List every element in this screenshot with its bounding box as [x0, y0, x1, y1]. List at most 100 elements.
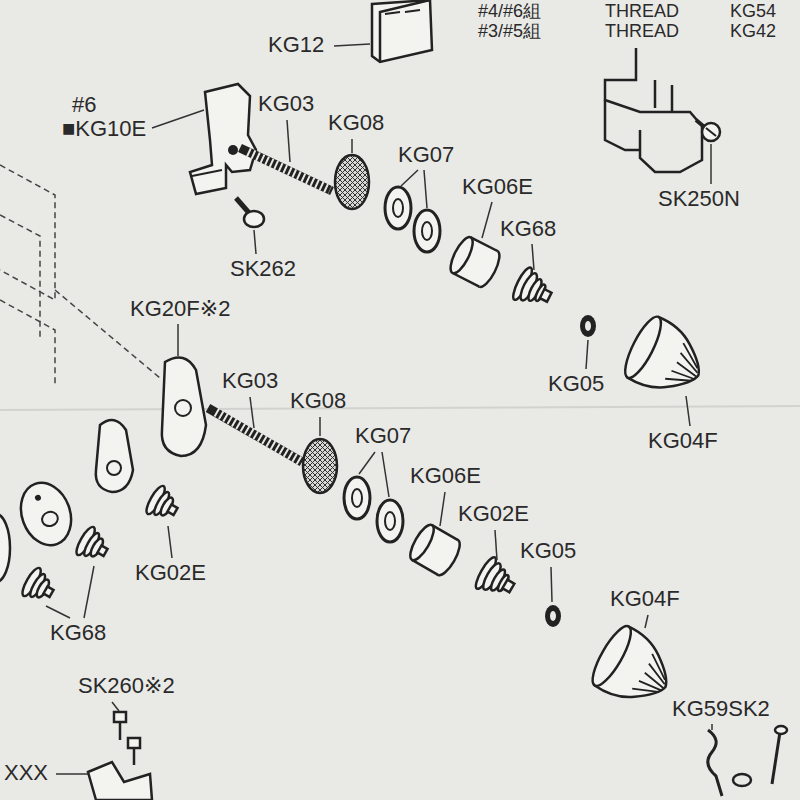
part-label: XXX [4, 762, 48, 784]
ring-hole [585, 321, 591, 331]
part-label: KG03 [258, 93, 314, 115]
plate-hole [40, 510, 60, 529]
leader-line [168, 526, 172, 558]
spring-end [167, 505, 177, 515]
presser-part [88, 762, 152, 800]
leader-line [645, 615, 648, 628]
leader-line [710, 144, 712, 184]
plate-body [96, 420, 133, 492]
bracket-body [605, 48, 702, 172]
washer [344, 477, 370, 519]
screw-head [244, 211, 264, 227]
part-label: ■KG10E [62, 118, 146, 140]
part-label: KG54 [730, 2, 776, 20]
washer [414, 210, 440, 252]
screw [696, 120, 720, 141]
screw-slot [706, 128, 716, 136]
part-label: #3/#5組 [478, 22, 541, 40]
leader-line [586, 340, 588, 369]
part-label: KG20F※2 [130, 298, 230, 320]
screw-shank [133, 748, 136, 765]
washer-ring [377, 500, 403, 542]
plate-body [162, 358, 206, 457]
tension-nut [619, 312, 714, 406]
part-label: THREAD [605, 22, 679, 40]
part-label: KG04F [610, 588, 680, 610]
sleeve-front [446, 234, 477, 276]
spring [473, 555, 521, 604]
leader-line [711, 724, 713, 730]
plate-body [13, 476, 80, 553]
stud-body [240, 148, 332, 191]
leader-line [46, 566, 94, 618]
thread-guide [605, 48, 702, 172]
block-body [372, 0, 432, 62]
leader-line [152, 110, 204, 128]
kg12-block [372, 0, 432, 62]
sleeve [446, 234, 503, 290]
leader-line [254, 230, 256, 254]
leader-line [112, 702, 119, 711]
part-label: KG08 [290, 390, 346, 412]
part-label: #4/#6組 [478, 2, 541, 20]
washer-ring [344, 477, 370, 519]
leader-line [532, 244, 534, 270]
plate-hole [175, 400, 191, 416]
part-label: KG05 [520, 540, 576, 562]
tension-plate [190, 84, 256, 194]
part-label: KG05 [548, 373, 604, 395]
part-label: THREAD [605, 2, 679, 20]
leader-line [482, 202, 492, 238]
spring-end [43, 587, 53, 597]
plate-hole [228, 145, 238, 155]
housing-edge [0, 215, 40, 340]
part-label: KG02E [458, 503, 529, 525]
screw-head [775, 726, 787, 734]
leader-line [177, 324, 179, 356]
plate-hole [107, 461, 121, 475]
part-label: SK260※2 [78, 675, 175, 697]
tension-plate [13, 476, 80, 553]
part-label: KG06E [410, 465, 481, 487]
nut-face [619, 312, 668, 382]
washer-ring [385, 187, 411, 229]
block-edge [380, 0, 430, 62]
leader-line [551, 567, 552, 602]
part-label: KG68 [500, 218, 556, 240]
part-label: KG07 [355, 425, 411, 447]
part-label: KG08 [328, 112, 384, 134]
leader-line [56, 773, 88, 775]
washer [385, 187, 411, 229]
part-label: SK262 [230, 258, 296, 280]
block-mark [385, 10, 420, 14]
leader-line [334, 44, 370, 46]
part-label: KG12 [268, 34, 324, 56]
spring-end [97, 546, 107, 556]
bracket-leg [605, 100, 640, 150]
part-label: KG42 [730, 22, 776, 40]
threaded-stud [240, 148, 332, 191]
screw-head [128, 738, 140, 748]
spring-end [540, 289, 552, 302]
screws [114, 712, 140, 765]
housing-edge [0, 300, 55, 385]
leader-lines [46, 44, 712, 774]
sleeve-front [406, 522, 438, 564]
screw-head [114, 712, 126, 722]
felt-disc [303, 439, 337, 493]
tension-plate [162, 358, 206, 457]
washer-ring [414, 210, 440, 252]
screw-shank [119, 722, 122, 740]
leader-line [351, 139, 353, 153]
screw-head [702, 123, 720, 141]
leader-line [440, 492, 445, 526]
spring [73, 525, 113, 567]
leader-line [287, 120, 290, 162]
part-label: KG59SK2 [672, 698, 770, 720]
washer-hole [385, 512, 395, 530]
part-label: KG03 [222, 370, 278, 392]
nut-face [586, 622, 637, 691]
tension-plate [0, 514, 10, 582]
plate-edge [192, 170, 222, 176]
